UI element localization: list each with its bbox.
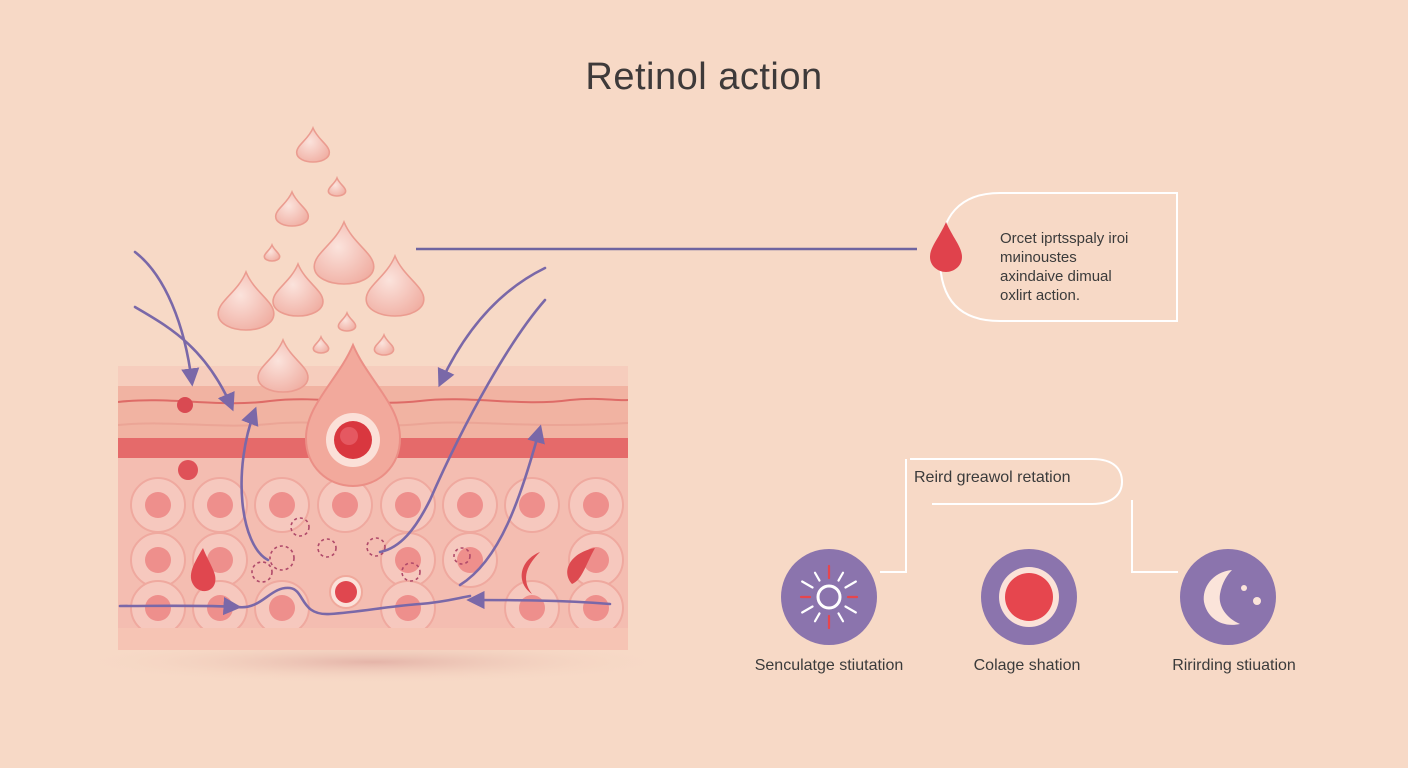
- retinol-droplet: [263, 242, 281, 262]
- burst-ray: [801, 605, 814, 614]
- cell-nucleus: [145, 492, 171, 518]
- skin-bottom-layer: [118, 628, 628, 650]
- cell-nucleus: [145, 595, 171, 621]
- burst-ray: [844, 605, 857, 614]
- cell-nucleus: [395, 547, 421, 573]
- arrow-horizontal-right: [466, 590, 612, 610]
- crescent-moon-icon: [1180, 549, 1276, 645]
- callout-line: mиinoustes: [1000, 249, 1077, 266]
- retinol-droplet: [312, 334, 330, 354]
- retinol-droplet: [217, 269, 275, 331]
- arrow-up-right: [458, 424, 545, 587]
- callout-line: axindaive dimual: [1000, 268, 1112, 285]
- cell-nucleus: [395, 595, 421, 621]
- central-droplet-highlight: [340, 427, 358, 445]
- node-label-colage: Colage shation: [973, 657, 1081, 674]
- burst-ray: [837, 571, 845, 582]
- epidermis-line: [118, 397, 628, 405]
- cell-grid: [130, 477, 624, 636]
- cell-nucleus: [207, 492, 233, 518]
- cell-nucleus: [583, 492, 609, 518]
- tree-root-label: Reird greawol retation: [914, 469, 1071, 486]
- tree-connectors: [880, 458, 1178, 573]
- cell-nucleus: [207, 547, 233, 573]
- node-label-senculatge: Senculatge stiutation: [754, 657, 904, 674]
- arrow-down-left-inner: [133, 305, 235, 412]
- red-spot: [177, 397, 193, 413]
- cell-nucleus: [457, 547, 483, 573]
- page-title: Retinol action: [585, 56, 823, 98]
- red-crescent-shape: [521, 552, 540, 594]
- skin-top-layer: [118, 366, 628, 386]
- retinol-droplet: [327, 175, 347, 197]
- callout-line: Orcet iprtsspaly iroi: [1000, 230, 1129, 247]
- droplet-icon: [930, 222, 962, 272]
- burst-ray: [837, 612, 845, 623]
- arrow-deep-right: [378, 298, 547, 554]
- absorption-arrows: [118, 250, 612, 616]
- cell-nucleus: [519, 492, 545, 518]
- arrow-down-left-outer: [133, 250, 200, 387]
- cell-nucleus: [519, 595, 545, 621]
- highlight-cell-core: [335, 581, 357, 603]
- red-dot-icon: [981, 549, 1077, 645]
- arrow-horizontal-left: [118, 597, 242, 616]
- burst-ray: [813, 612, 821, 623]
- cell-nucleus: [457, 492, 483, 518]
- arrow-horizontal-path: [236, 586, 472, 616]
- red-crescent-shape: [567, 548, 595, 584]
- sun-burst-icon: [781, 549, 877, 645]
- retinol-droplet: [365, 253, 425, 317]
- cell-nucleus: [583, 595, 609, 621]
- retinol-droplet: [274, 189, 310, 227]
- cell-nucleus: [145, 547, 171, 573]
- retinol-droplet: [295, 125, 331, 163]
- retinol-droplet: [373, 332, 395, 356]
- retinol-droplet: [272, 261, 324, 317]
- cell-nucleus: [269, 492, 295, 518]
- burst-ray: [801, 580, 814, 589]
- callout-line: oxlirt action.: [1000, 287, 1081, 304]
- burst-ray: [844, 580, 857, 589]
- red-drop-shape: [190, 548, 216, 592]
- arrow-down-right: [437, 266, 547, 388]
- retinol-droplet: [257, 337, 309, 393]
- ground-shadow: [73, 640, 673, 684]
- cell-nucleus: [332, 492, 358, 518]
- node-label-ririrding: Ririrding stiuation: [1172, 657, 1296, 674]
- arrow-up-left: [240, 406, 270, 562]
- cell-nucleus: [207, 595, 233, 621]
- cell-nucleus: [395, 492, 421, 518]
- cell-nucleus: [269, 595, 295, 621]
- retinol-droplets: [217, 125, 425, 393]
- callout-text: Orcet iprtsspaly iroi mиinoustes axindai…: [1000, 229, 1170, 305]
- burst-ray: [813, 571, 821, 582]
- red-spot: [178, 460, 198, 480]
- retinol-droplet: [337, 310, 357, 332]
- retinol-droplet: [313, 219, 375, 285]
- dashed-circles: [251, 517, 471, 583]
